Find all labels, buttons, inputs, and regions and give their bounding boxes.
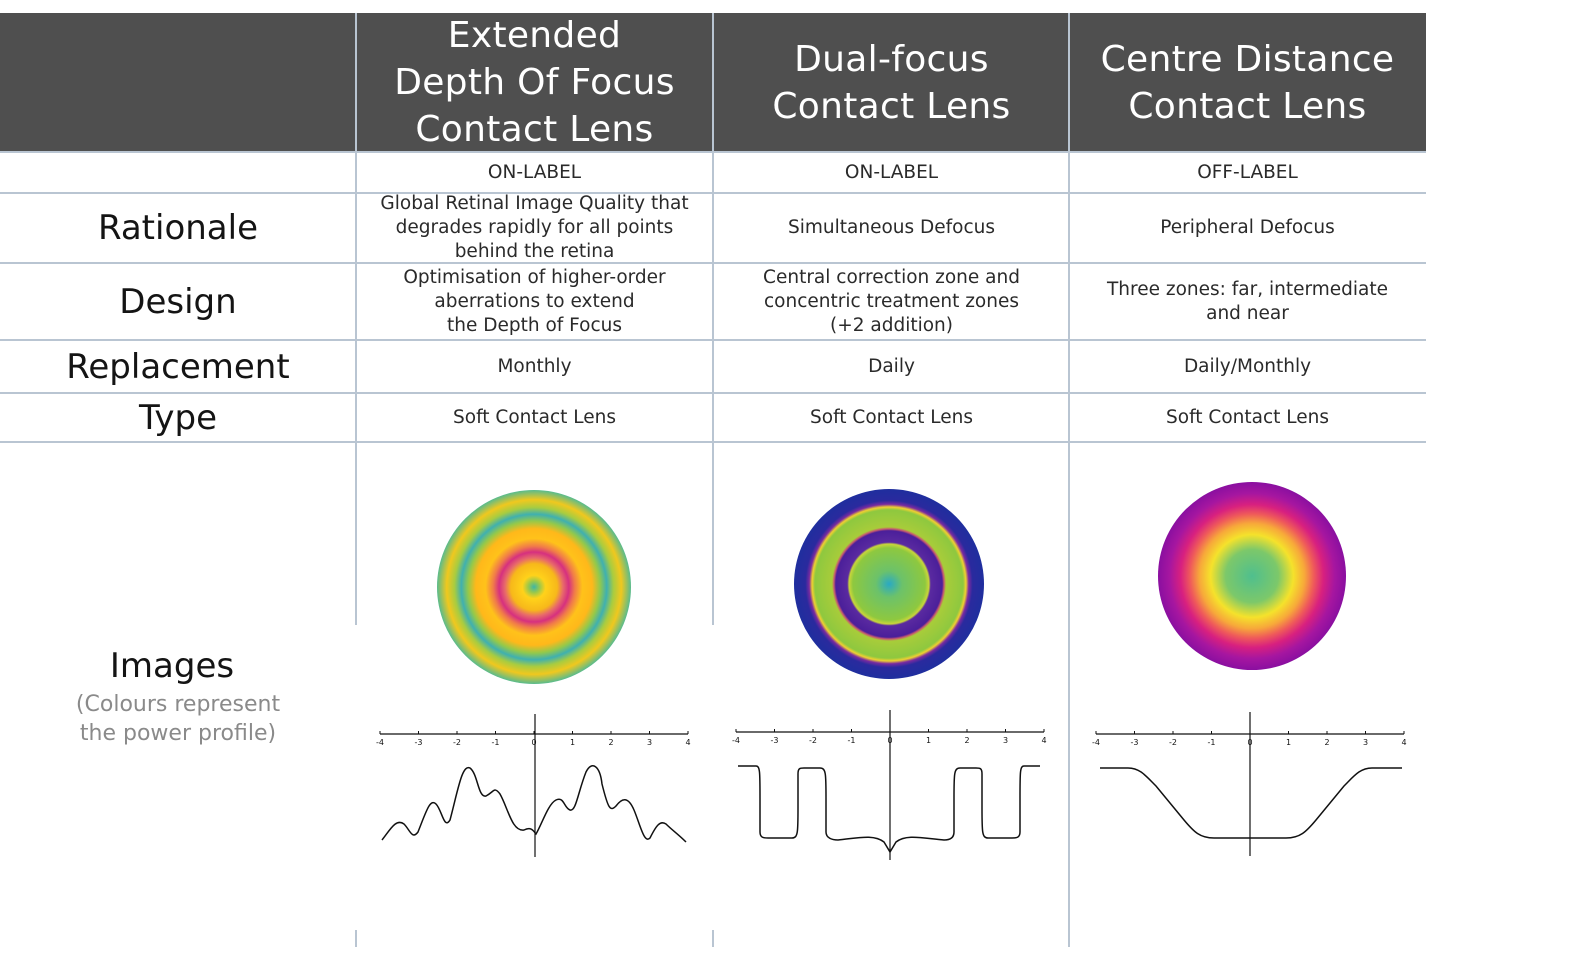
row-divider <box>0 262 1426 264</box>
row-divider <box>0 192 1426 194</box>
x-axis-tick-label: 3 <box>647 738 652 747</box>
x-axis-ticks: -4 -3 -2 -1 0 1 2 3 4 <box>1092 731 1407 747</box>
design-dual-focus: Central correction zone and concentric t… <box>763 266 1020 336</box>
replacement-dual-focus: Daily <box>868 355 915 377</box>
row-divider <box>0 151 1426 153</box>
x-axis-ticks: -4 -3 -2 -1 0 1 2 3 4 <box>376 731 691 747</box>
x-axis-tick-label: 1 <box>570 738 575 747</box>
column-title-centre-distance: Centre Distance Contact Lens <box>1100 38 1395 127</box>
column-divider <box>355 930 357 947</box>
centre-distance-power-profile-plot: -4 -3 -2 -1 0 1 2 3 4 <box>1092 712 1407 856</box>
edof-power-profile-plot: -4 -3 -2 -1 0 1 2 3 4 <box>376 714 691 857</box>
x-axis-tick-label: -3 <box>1131 738 1139 747</box>
row-divider <box>0 441 1426 443</box>
column-title-dual-focus: Dual-focus Contact Lens <box>772 38 1011 127</box>
x-axis-tick-label: -2 <box>809 736 817 745</box>
column-divider <box>1068 13 1070 947</box>
label-status-dual-focus: ON-LABEL <box>844 161 939 183</box>
x-axis-tick-label: -4 <box>376 738 384 747</box>
row-label-images: Images <box>109 646 235 686</box>
dual-focus-power-profile-plot: -4 -3 -2 -1 0 1 2 3 4 <box>732 710 1047 860</box>
x-axis-tick-label: 1 <box>1286 738 1291 747</box>
power-profile-curve <box>1100 767 1402 839</box>
row-label-replacement: Replacement <box>66 346 290 387</box>
x-axis-tick-label: 4 <box>1041 736 1046 745</box>
type-dual-focus: Soft Contact Lens <box>810 406 973 428</box>
x-axis-tick-label: -3 <box>771 736 779 745</box>
x-axis-tick-label: -3 <box>415 738 423 747</box>
x-axis-tick-label: -1 <box>492 738 500 747</box>
design-centre-distance: Three zones: far, intermediate and near <box>1106 278 1388 324</box>
column-title-edof: Extended Depth Of Focus Contact Lens <box>394 15 675 150</box>
x-axis-tick-label: 4 <box>685 738 690 747</box>
rationale-edof: Global Retinal Image Quality that degrad… <box>380 193 689 262</box>
x-axis-tick-label: -4 <box>732 736 740 745</box>
x-axis-tick-label: 2 <box>964 736 969 745</box>
x-axis-tick-label: 3 <box>1003 736 1008 745</box>
row-divider <box>0 392 1426 394</box>
x-axis-tick-label: 3 <box>1363 738 1368 747</box>
row-label-rationale: Rationale <box>97 208 259 248</box>
row-divider <box>0 339 1426 341</box>
row-label-design: Design <box>119 281 237 322</box>
x-axis-tick-label: -4 <box>1092 738 1100 747</box>
type-edof: Soft Contact Lens <box>453 406 616 428</box>
rationale-dual-focus: Simultaneous Defocus <box>787 217 996 238</box>
x-axis-tick-label: 4 <box>1401 738 1406 747</box>
power-profile-curve <box>738 765 1040 854</box>
edof-power-map <box>437 490 631 684</box>
x-axis-tick-label: 0 <box>531 738 536 747</box>
rationale-centre-distance: Peripheral Defocus <box>1160 217 1335 238</box>
label-status-edof: ON-LABEL <box>487 161 582 183</box>
x-axis-tick-label: 2 <box>1324 738 1329 747</box>
column-divider <box>712 930 714 947</box>
x-axis-tick-label: 1 <box>926 736 931 745</box>
x-axis-tick-label: -2 <box>1169 738 1177 747</box>
images-note: (Colours represent the power profile) <box>75 692 281 746</box>
label-status-centre-distance: OFF-LABEL <box>1197 161 1298 183</box>
x-axis-tick-label: 0 <box>887 736 892 745</box>
type-centre-distance: Soft Contact Lens <box>1166 406 1329 428</box>
centre-distance-power-map <box>1158 482 1346 670</box>
column-divider <box>712 13 714 625</box>
replacement-centre-distance: Daily/Monthly <box>1183 355 1312 377</box>
x-axis-tick-label: 2 <box>608 738 613 747</box>
x-axis-tick-label: -2 <box>453 738 461 747</box>
x-axis-ticks: -4 -3 -2 -1 0 1 2 3 4 <box>732 729 1047 745</box>
dual-focus-power-map <box>794 489 984 679</box>
design-edof: Optimisation of higher-order aberrations… <box>403 266 666 336</box>
x-axis-tick-label: 0 <box>1247 738 1252 747</box>
x-axis-tick-label: -1 <box>848 736 856 745</box>
row-label-type: Type <box>138 397 218 438</box>
power-profile-curve <box>381 765 687 843</box>
x-axis-tick-label: -1 <box>1208 738 1216 747</box>
replacement-edof: Monthly <box>497 355 572 377</box>
column-divider <box>355 13 357 625</box>
